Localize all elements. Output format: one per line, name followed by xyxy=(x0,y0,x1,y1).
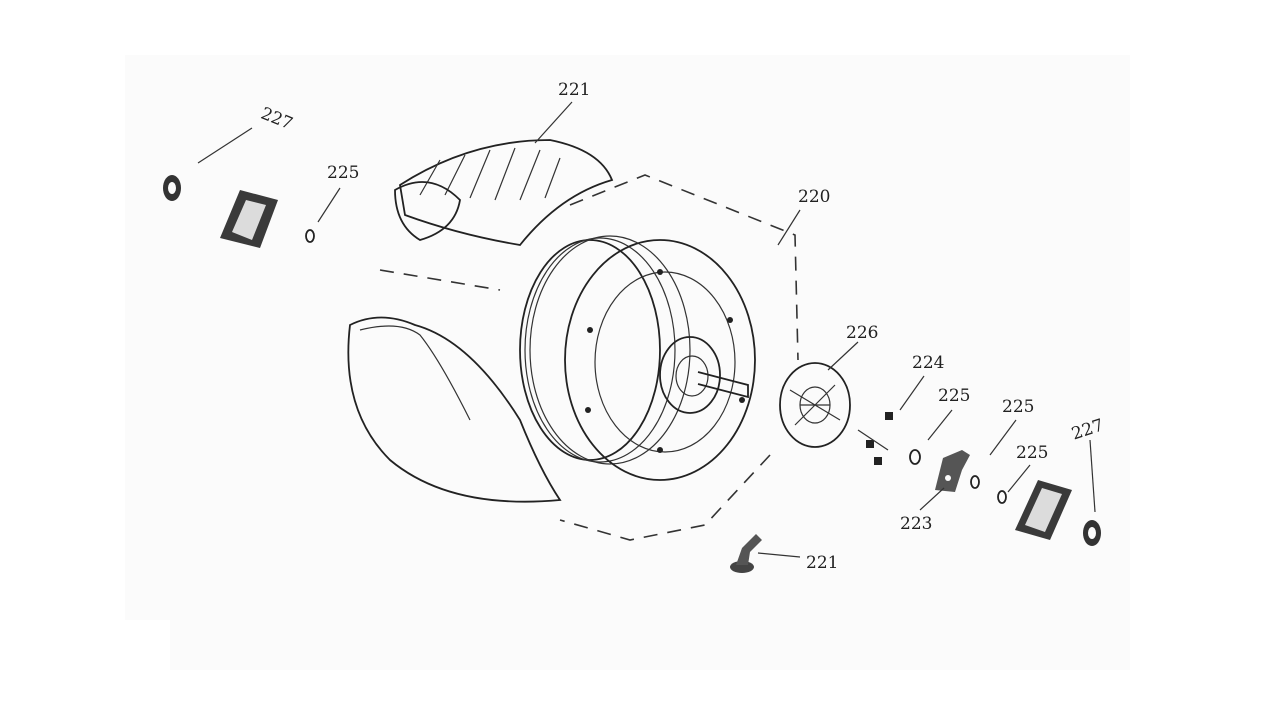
hub-motor xyxy=(519,235,756,481)
label-225-left: 225 xyxy=(327,163,359,183)
label-225-right-upper: 225 xyxy=(1002,397,1034,417)
spacer-blocks xyxy=(220,190,1072,540)
callout-labels: 227 225 221 220 226 224 225 225 225 227 … xyxy=(258,80,1106,573)
label-225-right-lower: 225 xyxy=(1016,443,1048,463)
label-225-mid: 225 xyxy=(938,386,970,406)
label-220: 220 xyxy=(798,187,830,207)
assembly-outline xyxy=(379,174,799,541)
label-221-valve: 221 xyxy=(806,553,838,573)
brake-disc xyxy=(779,362,851,448)
bolts xyxy=(857,412,893,465)
leader-lines xyxy=(197,101,1096,558)
label-224: 224 xyxy=(912,353,944,373)
washers xyxy=(305,229,1007,504)
label-226: 226 xyxy=(846,323,878,343)
label-223: 223 xyxy=(900,514,932,534)
tire xyxy=(347,139,614,503)
valve-stem xyxy=(730,534,762,573)
label-227-left: 227 xyxy=(258,104,296,135)
bracket xyxy=(935,450,970,492)
paper-area xyxy=(125,55,1130,620)
label-227-right: 227 xyxy=(1069,415,1106,444)
bearings xyxy=(163,175,1101,546)
paper-strip xyxy=(170,620,1130,670)
label-221-tire: 221 xyxy=(558,80,590,100)
